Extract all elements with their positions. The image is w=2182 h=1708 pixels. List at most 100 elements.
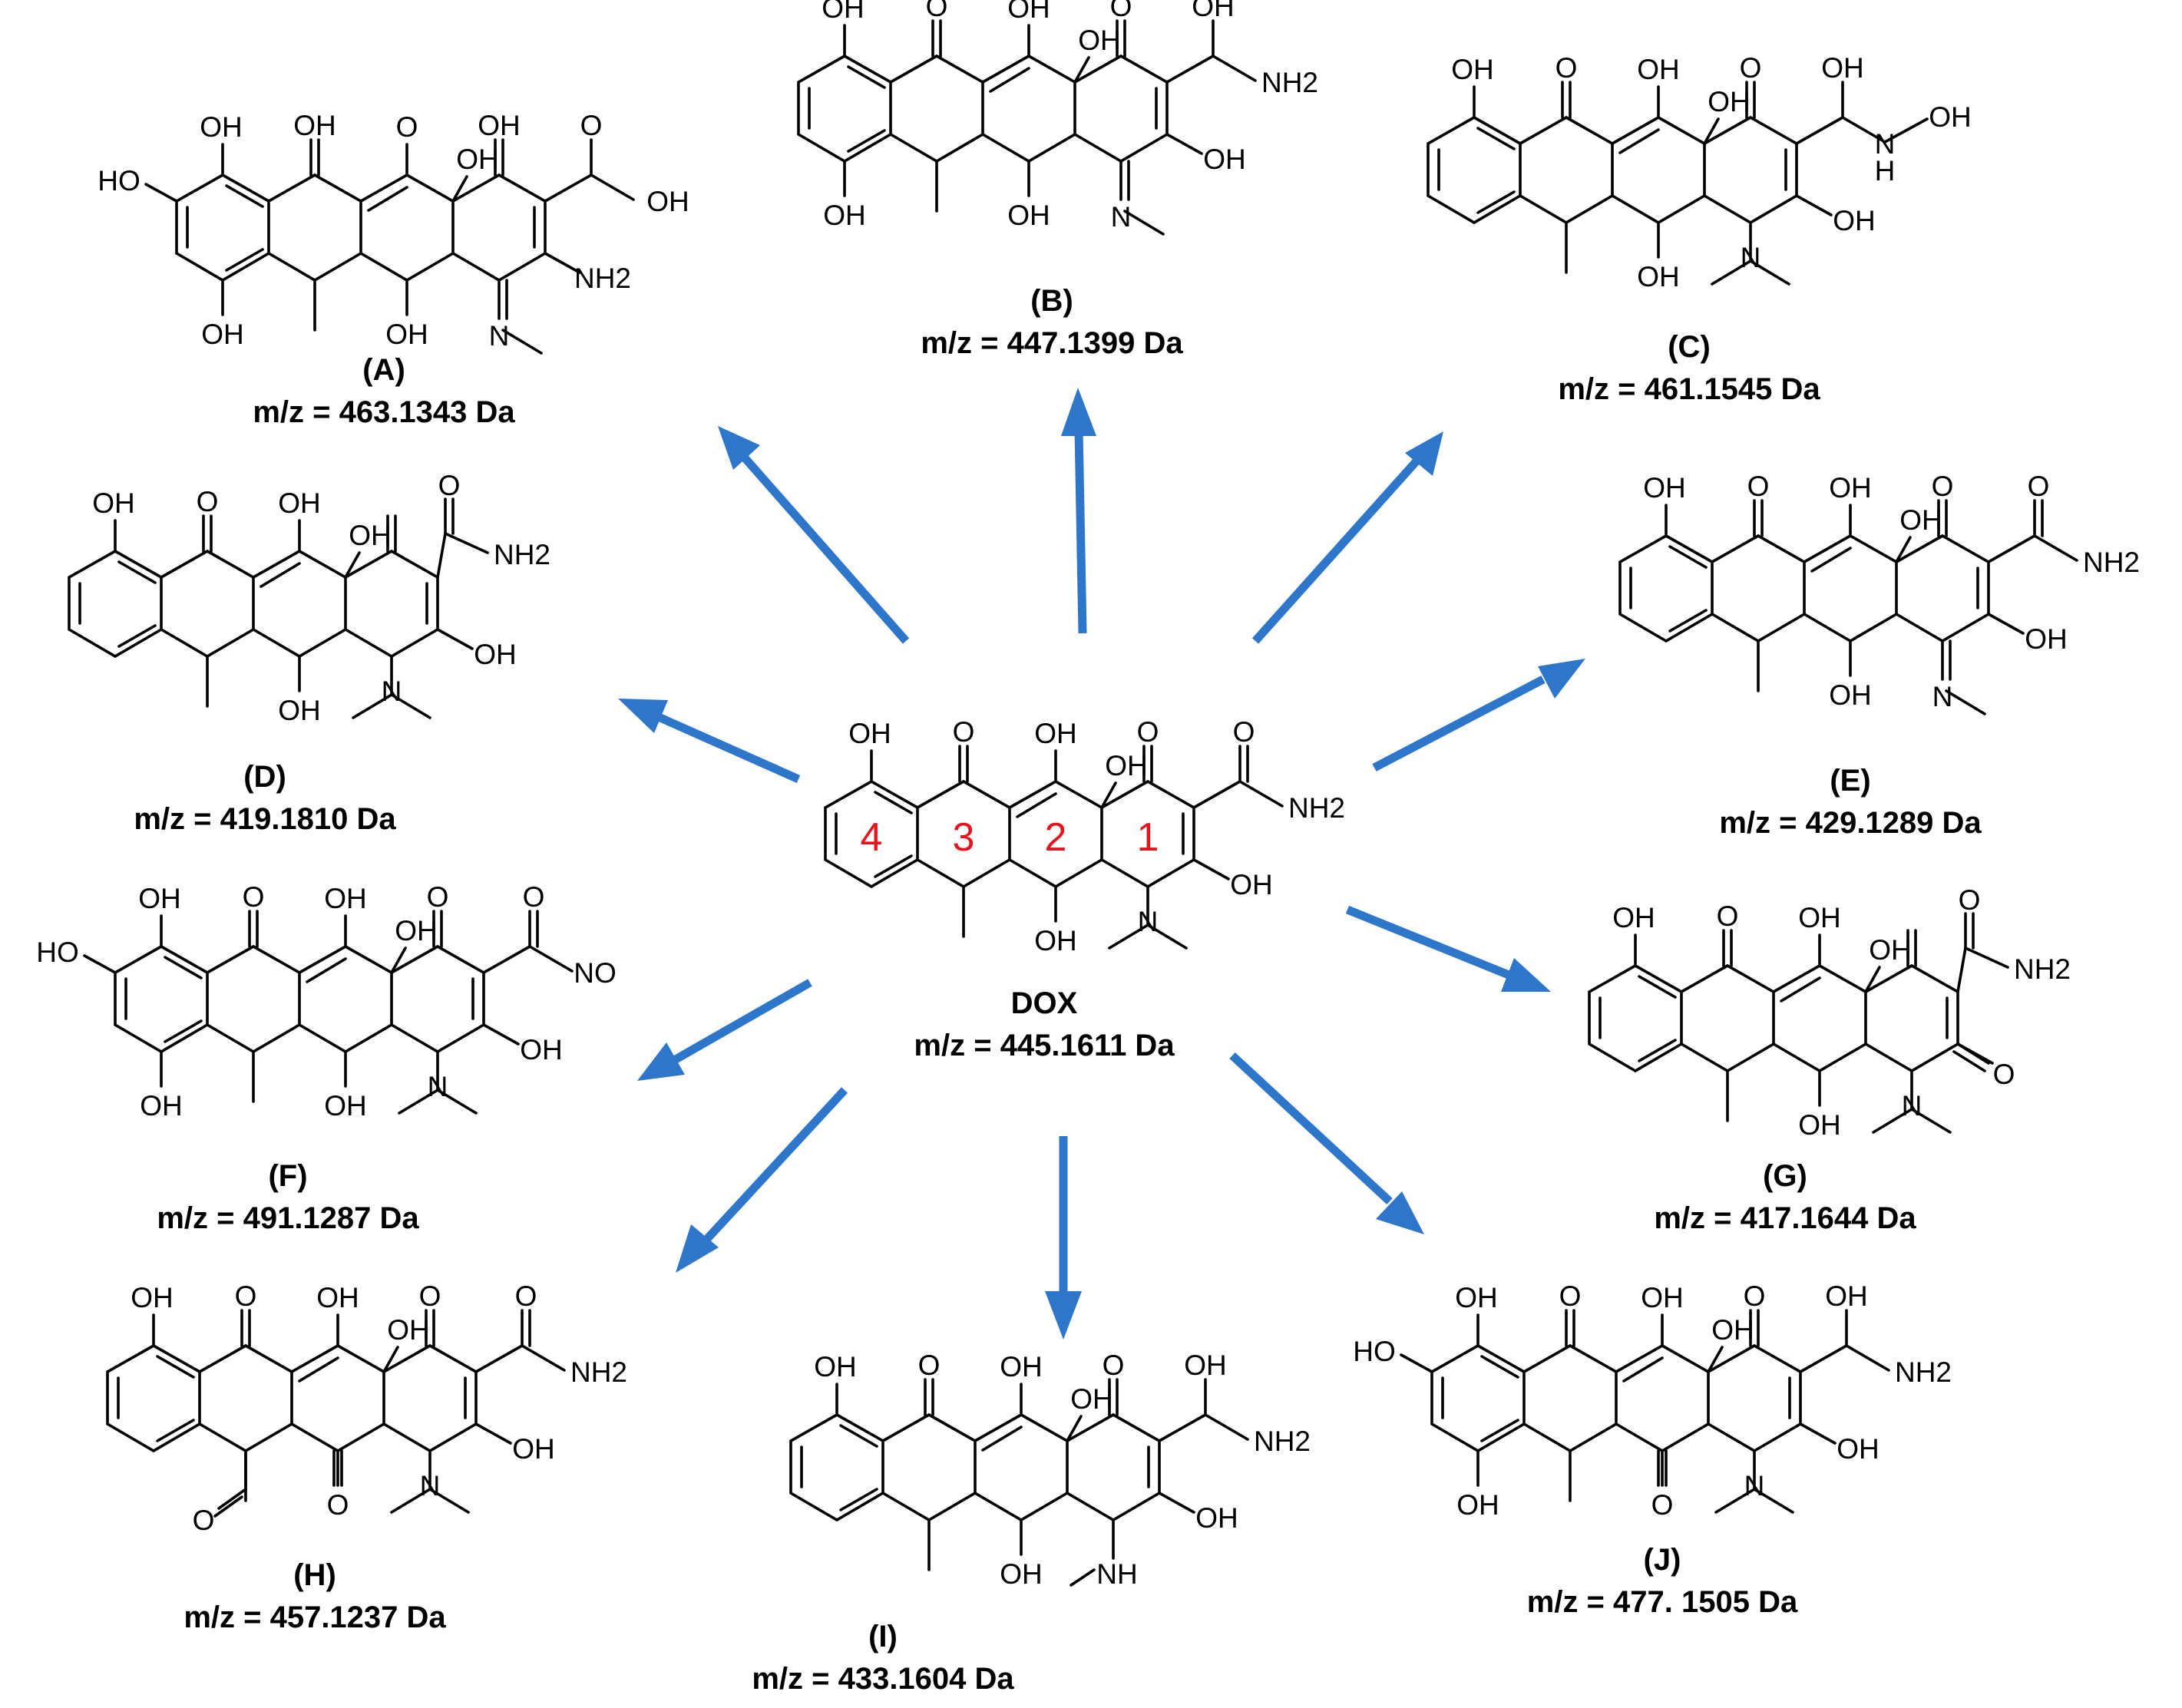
arrow-head-J — [1376, 1191, 1424, 1234]
atom-label: O — [1110, 0, 1132, 22]
atom-label: HO — [36, 937, 79, 968]
atom-label: O — [1744, 1280, 1766, 1312]
arrow-to-G — [1345, 905, 1511, 980]
atom-label: O — [1559, 1280, 1582, 1312]
atom-label: HO — [1353, 1336, 1396, 1367]
atom-label: OH — [1798, 902, 1841, 933]
label-E: (E) — [1830, 764, 1870, 798]
atom-label: OH — [1007, 0, 1050, 24]
atom-label: OH — [1643, 472, 1686, 504]
atom-label: OH — [456, 144, 499, 175]
mz-C: m/z = 461.1545 Da — [1558, 372, 1820, 406]
atom-label: OH — [1708, 86, 1751, 117]
mz-I: m/z = 433.1604 Da — [752, 1662, 1014, 1696]
arrow-head-E — [1538, 659, 1585, 699]
label-J: (J) — [1644, 1543, 1681, 1577]
atom-label: O — [243, 881, 265, 913]
atom-label: O — [515, 1280, 537, 1312]
ring-number-4: 4 — [861, 815, 883, 860]
atom-label: H — [1875, 155, 1896, 187]
atom-label: O — [1959, 884, 1981, 916]
atom-label: OH — [814, 1351, 857, 1383]
atom-label: O — [1233, 716, 1255, 748]
arrow-head-C — [1405, 431, 1443, 476]
atom-label: OH — [646, 186, 689, 217]
arrow-to-A — [733, 446, 910, 644]
arrow-to-J — [1229, 1052, 1393, 1205]
atom-label: OH — [200, 111, 243, 143]
atom-label: OH — [822, 0, 865, 24]
arrow-to-B — [1074, 429, 1087, 634]
atom-label: OH — [1078, 25, 1121, 56]
arrow-head-H — [676, 1224, 719, 1273]
arrow-head-G — [1501, 958, 1551, 992]
dox-name: DOX — [1011, 986, 1078, 1020]
atom-label: OH — [385, 319, 428, 350]
arrow-head-A — [718, 426, 760, 470]
atom-label: O — [235, 1280, 257, 1312]
atom-label: OH — [1000, 1351, 1043, 1383]
label-G: (G) — [1763, 1159, 1807, 1193]
atom-label: O — [1556, 52, 1578, 84]
atom-label: OH — [278, 695, 321, 726]
atom-label: OH — [1637, 54, 1680, 85]
atom-label: OH — [1455, 1282, 1498, 1313]
atom-label: OH — [1203, 144, 1246, 175]
arrow-head-B — [1061, 388, 1096, 436]
atom-label: NH2 — [2014, 953, 2071, 985]
atom-label: O — [2028, 471, 2050, 502]
atom-label: O — [193, 1505, 215, 1536]
atom-label: N — [382, 676, 402, 707]
atom-label: OH — [1899, 504, 1942, 536]
atom-label: NH2 — [1288, 792, 1345, 824]
atom-label: OH — [823, 200, 866, 231]
atom-label: OH — [387, 1314, 430, 1346]
atom-label: O — [1717, 900, 1739, 932]
structure-G: OH O OH OH O NH2 O OH N — [1588, 884, 2071, 1141]
atom-label: OH — [1007, 200, 1050, 231]
atom-label: OH — [201, 319, 244, 350]
mz-F: m/z = 491.1287 Da — [157, 1201, 419, 1235]
atom-label: OH — [1195, 1502, 1238, 1534]
arrow-to-F — [673, 979, 812, 1063]
atom-label: OH — [1230, 869, 1273, 900]
atom-label: OH — [520, 1034, 563, 1065]
atom-label: O — [1932, 471, 1954, 502]
atom-label: NH2 — [570, 1356, 627, 1388]
atom-label: OH — [278, 487, 321, 519]
atom-label: O — [1137, 716, 1159, 748]
atom-label: OH — [1837, 1433, 1879, 1465]
atom-label: OH — [92, 487, 135, 519]
atom-label: O — [1747, 471, 1770, 502]
atom-label: OH — [1641, 1282, 1684, 1313]
atom-label: O — [523, 881, 545, 913]
atom-label: N — [1902, 1090, 1922, 1122]
dox-structure: OH O OH OH O O NH2 OH OH N 4 3 2 1 — [824, 716, 1345, 956]
structure-C: OH O OH OH O OH OH N H OH OH N — [1427, 52, 1972, 292]
label-I: (I) — [868, 1620, 898, 1653]
atom-label: OH — [1192, 0, 1235, 22]
atom-label: NH2 — [574, 263, 631, 294]
atom-label: N — [489, 320, 510, 352]
structure-F: HO OH O OH OH O O NO OH OH OH N — [36, 881, 617, 1122]
atom-label: OH — [1184, 1350, 1227, 1381]
atom-label: OH — [1000, 1558, 1043, 1590]
atom-label: O — [197, 486, 219, 517]
ring-number-1: 1 — [1137, 815, 1159, 860]
atom-label: OH — [512, 1433, 555, 1465]
label-H: (H) — [293, 1558, 336, 1592]
atom-label: OH — [324, 1090, 367, 1122]
mz-H: m/z = 457.1237 Da — [183, 1601, 446, 1634]
atom-label: OH — [1929, 101, 1972, 133]
atom-label: OH — [1456, 1489, 1499, 1521]
mz-D: m/z = 419.1810 Da — [134, 802, 396, 836]
atom-label: OH — [1034, 925, 1077, 956]
atom-label: O — [427, 881, 449, 913]
atom-label: OH — [2025, 623, 2068, 655]
atom-label: HO — [98, 165, 141, 197]
structure-H: OH O OH OH O O NH2 OH O O N — [106, 1280, 627, 1536]
atom-label: OH — [1451, 54, 1494, 85]
atom-label: NH2 — [2083, 547, 2140, 578]
atom-label: N — [420, 1470, 441, 1502]
